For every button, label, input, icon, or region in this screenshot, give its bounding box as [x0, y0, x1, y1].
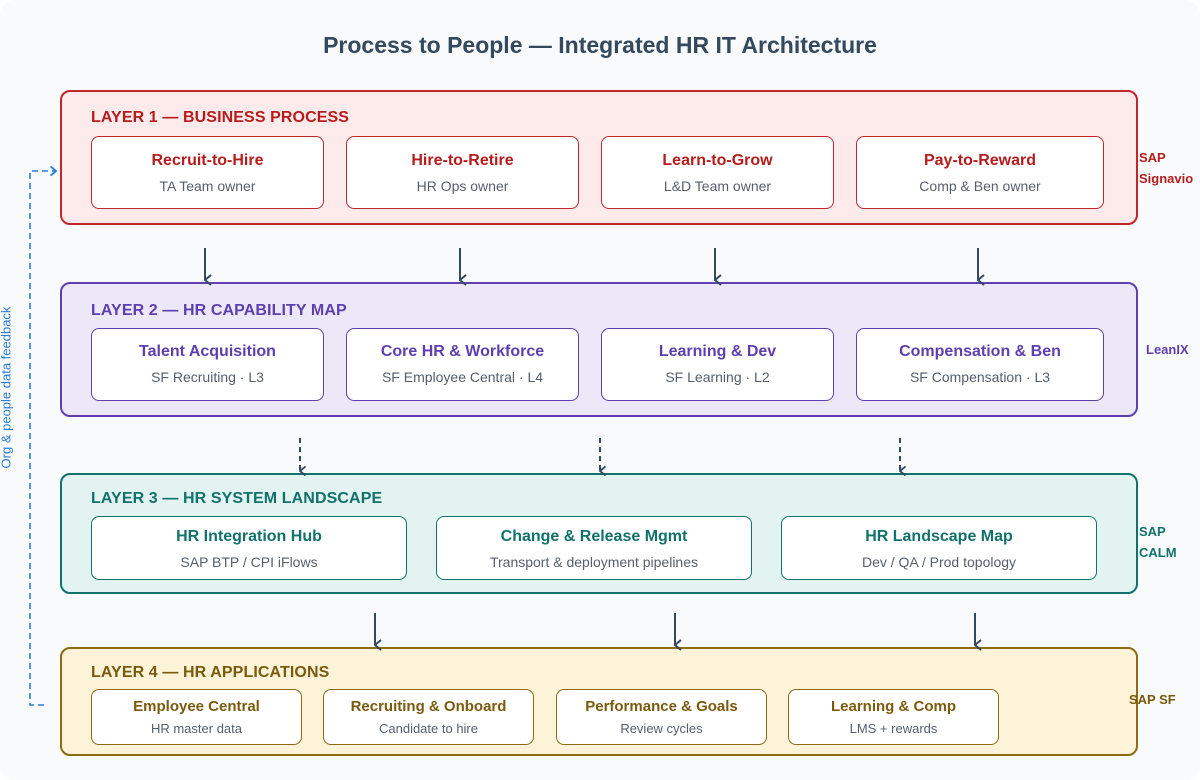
tool-label-sap-sf: SAP SF: [1129, 692, 1176, 707]
box-title: Hire-to-Retire: [411, 152, 514, 169]
box-title: Performance & Goals: [585, 698, 738, 715]
layer-label: LAYER 4 — HR APPLICATIONS: [91, 664, 330, 681]
tool-label-leanix: LeanIX: [1146, 342, 1189, 357]
capability-learning-dev: Learning & Dev SF Learning · L2: [601, 328, 834, 401]
layer-hr-applications: LAYER 4 — HR APPLICATIONS Employee Centr…: [60, 647, 1138, 756]
box-subtitle: Comp & Ben owner: [919, 178, 1041, 194]
box-subtitle: SF Compensation · L3: [909, 369, 1051, 385]
process-learn-to-grow: Learn-to-Grow L&D Team owner: [601, 136, 834, 209]
box-subtitle: SAP BTP / CPI iFlows: [180, 554, 318, 570]
layer-label: LAYER 2 — HR CAPABILITY MAP: [91, 302, 347, 319]
diagram-title: Process to People — Integrated HR IT Arc…: [323, 32, 877, 58]
feedback-loop-arrow: [29, 171, 56, 706]
capability-core-hr: Core HR & Workforce SF Employee Central …: [346, 328, 579, 401]
box-title: Recruit-to-Hire: [151, 152, 264, 169]
box-subtitle: SF Recruiting · L3: [151, 369, 264, 385]
process-hire-to-retire: Hire-to-Retire HR Ops owner: [346, 136, 579, 209]
app-learning-comp: Learning & Comp LMS + rewards: [788, 689, 999, 745]
box-title: Learn-to-Grow: [662, 152, 773, 169]
box-subtitle: Candidate to hire: [378, 721, 478, 736]
box-title: Learning & Dev: [658, 343, 777, 360]
system-hr-landscape-map: HR Landscape Map Dev / QA / Prod topolog…: [781, 516, 1097, 580]
box-title: Talent Acquisition: [139, 343, 276, 360]
box-subtitle: SF Learning · L2: [665, 369, 770, 385]
box-subtitle: SF Employee Central · L4: [381, 369, 544, 385]
app-performance-goals: Performance & Goals Review cycles: [556, 689, 767, 745]
layer-label: LAYER 3 — HR SYSTEM LANDSCAPE: [91, 490, 383, 507]
app-recruiting-onboard: Recruiting & Onboard Candidate to hire: [323, 689, 534, 745]
system-hr-integration-hub: HR Integration Hub SAP BTP / CPI iFlows: [91, 516, 407, 580]
box-title: HR Landscape Map: [865, 528, 1013, 545]
box-subtitle: Dev / QA / Prod topology: [861, 554, 1017, 570]
feedback-loop-label: Org & people data feedback: [0, 306, 14, 469]
box-subtitle: L&D Team owner: [663, 178, 772, 194]
box-title: Compensation & Ben: [899, 343, 1061, 360]
system-change-release-mgmt: Change & Release Mgmt Transport & deploy…: [436, 516, 752, 580]
box-subtitle: HR Ops owner: [416, 178, 509, 194]
box-title: Change & Release Mgmt: [500, 528, 688, 545]
capability-talent-acquisition: Talent Acquisition SF Recruiting · L3: [91, 328, 324, 401]
box-title: Employee Central: [133, 698, 260, 715]
tool-label-calm: SAP CALM: [1139, 524, 1177, 560]
process-pay-to-reward: Pay-to-Reward Comp & Ben owner: [856, 136, 1104, 209]
layer-hr-system-landscape: LAYER 3 — HR SYSTEM LANDSCAPE HR Integra…: [60, 473, 1138, 594]
box-title: Learning & Comp: [830, 698, 956, 715]
layer-business-process: LAYER 1 — BUSINESS PROCESS Recruit-to-Hi…: [60, 90, 1138, 225]
box-subtitle: TA Team owner: [159, 178, 256, 194]
layer-label: LAYER 1 — BUSINESS PROCESS: [91, 109, 350, 126]
box-subtitle: HR master data: [150, 721, 243, 736]
box-title: Pay-to-Reward: [923, 152, 1037, 169]
box-subtitle: Transport & deployment pipelines: [489, 554, 699, 570]
box-subtitle: LMS + rewards: [849, 721, 938, 736]
layer-hr-capability-map: LAYER 2 — HR CAPABILITY MAP Talent Acqui…: [60, 282, 1138, 417]
app-employee-central: Employee Central HR master data: [91, 689, 302, 745]
box-title: HR Integration Hub: [176, 528, 322, 545]
capability-compensation-ben: Compensation & Ben SF Compensation · L3: [856, 328, 1104, 401]
box-title: Recruiting & Onboard: [350, 698, 507, 715]
box-subtitle: Review cycles: [620, 721, 703, 736]
process-recruit-to-hire: Recruit-to-Hire TA Team owner: [91, 136, 324, 209]
tool-label-signavio: SAP Signavio: [1139, 150, 1194, 186]
box-title: Core HR & Workforce: [380, 343, 545, 360]
